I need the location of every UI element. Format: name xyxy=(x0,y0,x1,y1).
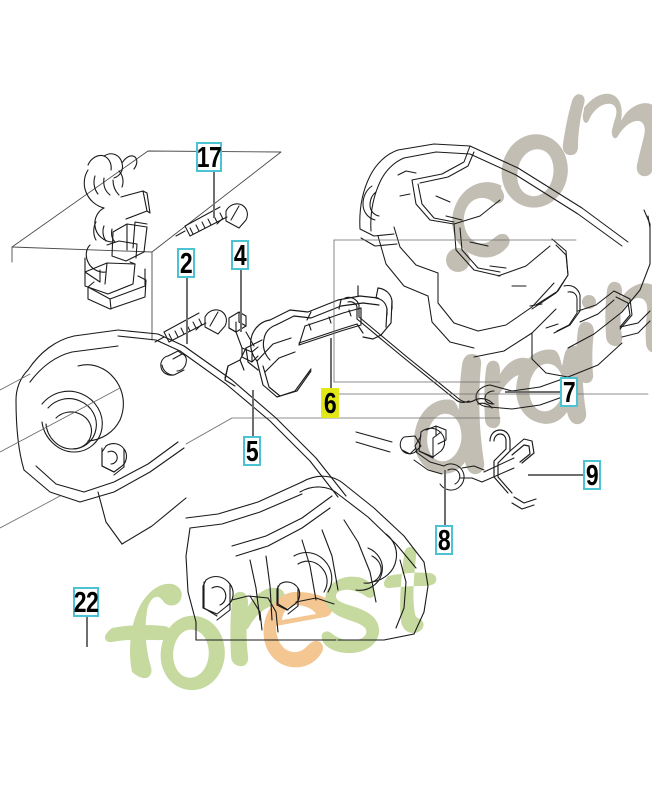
callout-7-label: 7 xyxy=(562,375,576,408)
leader-line-2 xyxy=(186,278,188,344)
callout-7[interactable]: 7 xyxy=(560,377,578,407)
callout-4-label: 4 xyxy=(233,238,247,271)
callout-22-label: 22 xyxy=(73,585,99,618)
callout-17[interactable]: 17 xyxy=(196,142,222,172)
callout-8[interactable]: 8 xyxy=(435,525,453,555)
callout-4[interactable]: 4 xyxy=(231,240,249,270)
callout-5-label: 5 xyxy=(245,434,259,467)
callout-22[interactable]: 22 xyxy=(73,587,99,617)
leader-line-8 xyxy=(444,470,446,525)
callout-9-label: 9 xyxy=(585,458,599,491)
leader-line-17 xyxy=(213,172,215,218)
callout-5[interactable]: 5 xyxy=(243,436,261,466)
callout-2-label: 2 xyxy=(179,246,193,279)
callout-17-label: 17 xyxy=(196,140,222,173)
leader-line-5 xyxy=(252,390,254,436)
leader-line-9 xyxy=(528,474,583,476)
leader-line-4 xyxy=(240,270,242,332)
callout-6[interactable]: 6 xyxy=(321,388,339,418)
callout-8-label: 8 xyxy=(437,523,451,556)
callout-2[interactable]: 2 xyxy=(177,248,195,278)
callout-9[interactable]: 9 xyxy=(583,460,601,490)
callout-6-label: 6 xyxy=(323,386,337,419)
leader-line-6 xyxy=(330,338,332,388)
leader-line-22 xyxy=(86,617,88,647)
leader-line-7 xyxy=(505,391,560,393)
